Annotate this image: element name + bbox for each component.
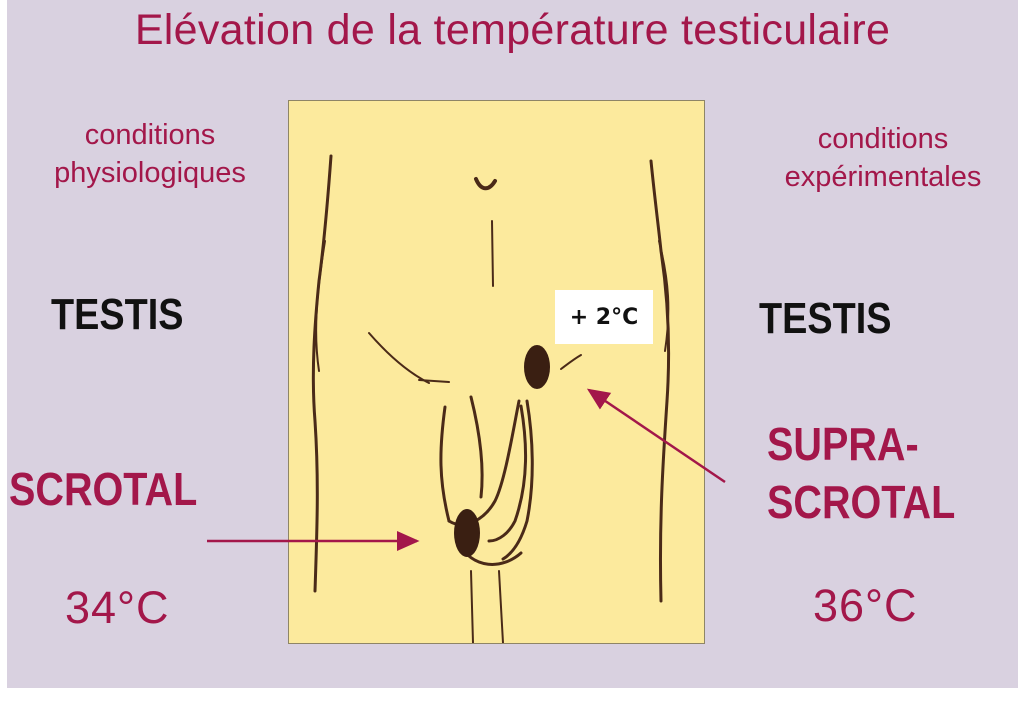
arrows-layer	[7, 0, 1018, 688]
temperature-delta-label: + 2°C	[555, 290, 653, 344]
slide: Elévation de la température testiculaire…	[7, 0, 1018, 688]
suprascrotal-arrow	[589, 390, 725, 482]
